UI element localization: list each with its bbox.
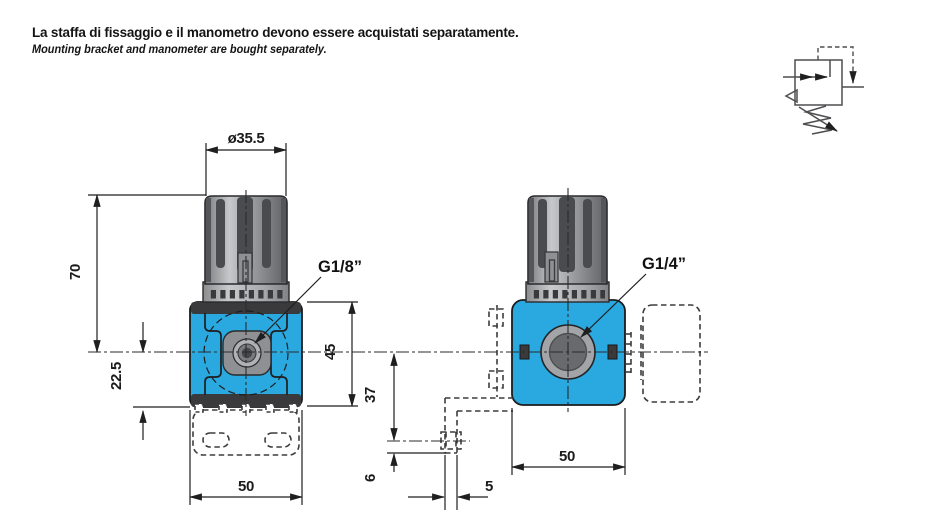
dim-37: 37 bbox=[362, 352, 398, 442]
port-label-g14: G1/4” bbox=[642, 255, 686, 273]
knob-rib bbox=[262, 199, 271, 268]
symbol-relief-triangle bbox=[784, 88, 798, 104]
symbol-pilot-line bbox=[817, 46, 857, 85]
dim-label-70: 70 bbox=[67, 264, 84, 280]
mounting-bracket-outline-front bbox=[192, 403, 300, 456]
dim-label-50-front: 50 bbox=[238, 478, 254, 495]
dim-knob-diameter: ø35.5 bbox=[204, 130, 288, 196]
port-callout-g14: G1/4” bbox=[580, 255, 686, 338]
port-label-g18: G1/8” bbox=[318, 258, 362, 276]
bracket-clip-bottom bbox=[488, 370, 504, 389]
bracket-tab bbox=[288, 403, 298, 413]
port-hole-front bbox=[241, 347, 253, 359]
knob-rib bbox=[583, 199, 592, 268]
dim-50-front: 50 bbox=[188, 410, 304, 505]
dim-5: 5 bbox=[408, 455, 493, 510]
knob-edge-shade bbox=[206, 198, 211, 282]
bracket-tab bbox=[265, 403, 275, 413]
note-english: Mounting bracket and manometer are bough… bbox=[32, 44, 327, 56]
knob-projection-dashed-circle bbox=[203, 310, 289, 396]
bracket-tab bbox=[218, 403, 228, 413]
port-callout-g18: G1/8” bbox=[254, 258, 362, 344]
knob-lock-keyhole bbox=[237, 252, 253, 284]
note-italian: La staffa di fissaggio e il manometro de… bbox=[32, 25, 519, 40]
mounting-bracket-outline-side bbox=[440, 305, 513, 454]
knob-rib bbox=[538, 199, 547, 268]
regulator-side-view bbox=[440, 195, 701, 454]
symbol-spring bbox=[802, 105, 833, 135]
pneumatic-symbol bbox=[783, 46, 864, 135]
dim-label-50-side: 50 bbox=[559, 448, 575, 465]
dim-label-knob-diameter: ø35.5 bbox=[228, 130, 265, 147]
bracket-slot-right bbox=[264, 432, 292, 448]
bracket-clip-top bbox=[488, 308, 504, 327]
manometer-body bbox=[642, 304, 701, 403]
dim-45: 45 bbox=[307, 300, 358, 408]
knob-lock-keyhole bbox=[544, 251, 559, 283]
bracket-slot-left bbox=[202, 432, 230, 448]
knob-rib bbox=[559, 197, 575, 272]
leader-line-g14 bbox=[580, 273, 647, 338]
dim-label-45: 45 bbox=[322, 344, 339, 360]
body-cutout-left bbox=[204, 313, 222, 395]
dim-70: 70 bbox=[67, 193, 206, 354]
dim-50-side: 50 bbox=[510, 408, 627, 475]
dim-label-5: 5 bbox=[485, 478, 493, 495]
dim-22-5: 22.5 bbox=[108, 322, 190, 440]
knob-edge-shade bbox=[601, 198, 606, 282]
knob-edge-shade bbox=[281, 198, 286, 282]
symbol-adjust-arrow bbox=[798, 106, 838, 132]
knob-rib bbox=[216, 199, 225, 268]
bracket-tab bbox=[194, 403, 204, 413]
knob-edge-shade bbox=[529, 198, 534, 282]
bracket-body bbox=[192, 409, 300, 456]
dim-label-37: 37 bbox=[362, 387, 379, 403]
leader-line-g18 bbox=[254, 276, 322, 344]
dim-label-22-5: 22.5 bbox=[108, 362, 125, 390]
knob-lock-slot bbox=[548, 259, 556, 282]
knob-ratchet-teeth bbox=[530, 290, 605, 301]
symbol-valve-box bbox=[794, 59, 843, 106]
manometer-outline bbox=[626, 304, 701, 403]
dim-label-6: 6 bbox=[362, 474, 379, 482]
dim-6: 6 bbox=[362, 452, 446, 482]
